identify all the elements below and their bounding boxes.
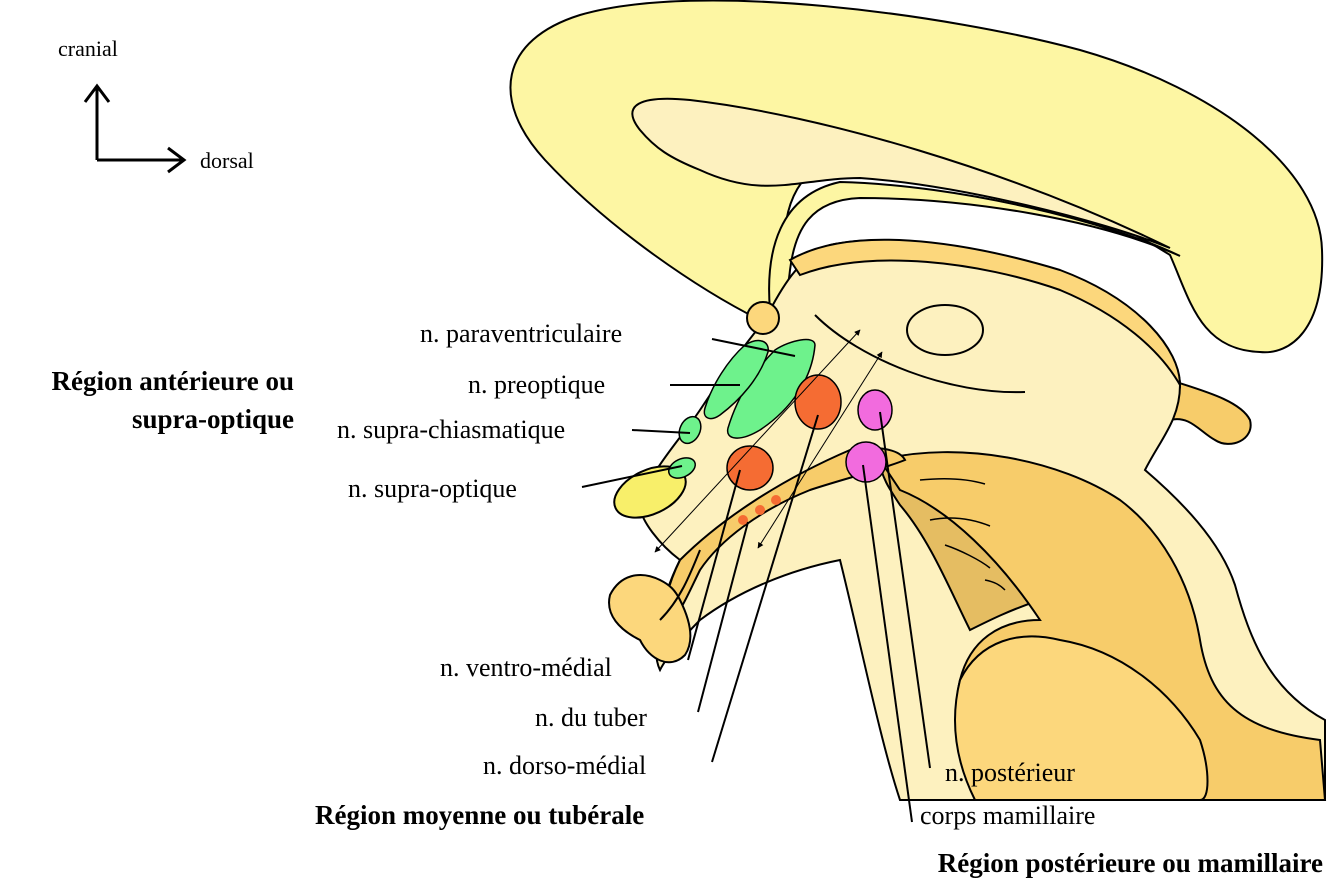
dorsal-label: dorsal bbox=[200, 148, 254, 173]
nucleus-dorsomedial bbox=[795, 375, 841, 429]
nucleus-tuber-dot-3 bbox=[771, 495, 781, 505]
cranial-label: cranial bbox=[58, 36, 118, 61]
label-dorsomedial: n. dorso-médial bbox=[483, 751, 646, 780]
orientation-axes: cranial dorsal bbox=[58, 36, 254, 173]
nucleus-ventromedial bbox=[727, 446, 773, 490]
label-ventromedial: n. ventro-médial bbox=[440, 653, 612, 682]
mamillary-body bbox=[846, 442, 886, 482]
region-anterior-line2: supra-optique bbox=[132, 404, 294, 434]
anterior-commissure bbox=[747, 302, 779, 334]
region-anterior-line1: Région antérieure ou bbox=[52, 366, 294, 396]
label-preoptic: n. preoptique bbox=[468, 370, 605, 399]
label-posterior: n. postérieur bbox=[945, 758, 1075, 787]
region-middle: Région moyenne ou tubérale bbox=[315, 800, 644, 830]
label-supraoptic: n. supra-optique bbox=[348, 474, 517, 503]
nucleus-posterior bbox=[858, 390, 892, 430]
nucleus-tuber-dot-2 bbox=[755, 505, 765, 515]
label-mamillary: corps mamillaire bbox=[920, 801, 1095, 830]
label-tuber: n. du tuber bbox=[535, 703, 647, 732]
label-paraventricular: n. paraventriculaire bbox=[420, 319, 622, 348]
nucleus-tuber-dot-1 bbox=[738, 515, 748, 525]
interthalamic-adhesion bbox=[907, 305, 983, 355]
region-posterior: Région postérieure ou mamillaire bbox=[938, 848, 1323, 878]
label-suprachiasmatic: n. supra-chiasmatique bbox=[337, 415, 565, 444]
